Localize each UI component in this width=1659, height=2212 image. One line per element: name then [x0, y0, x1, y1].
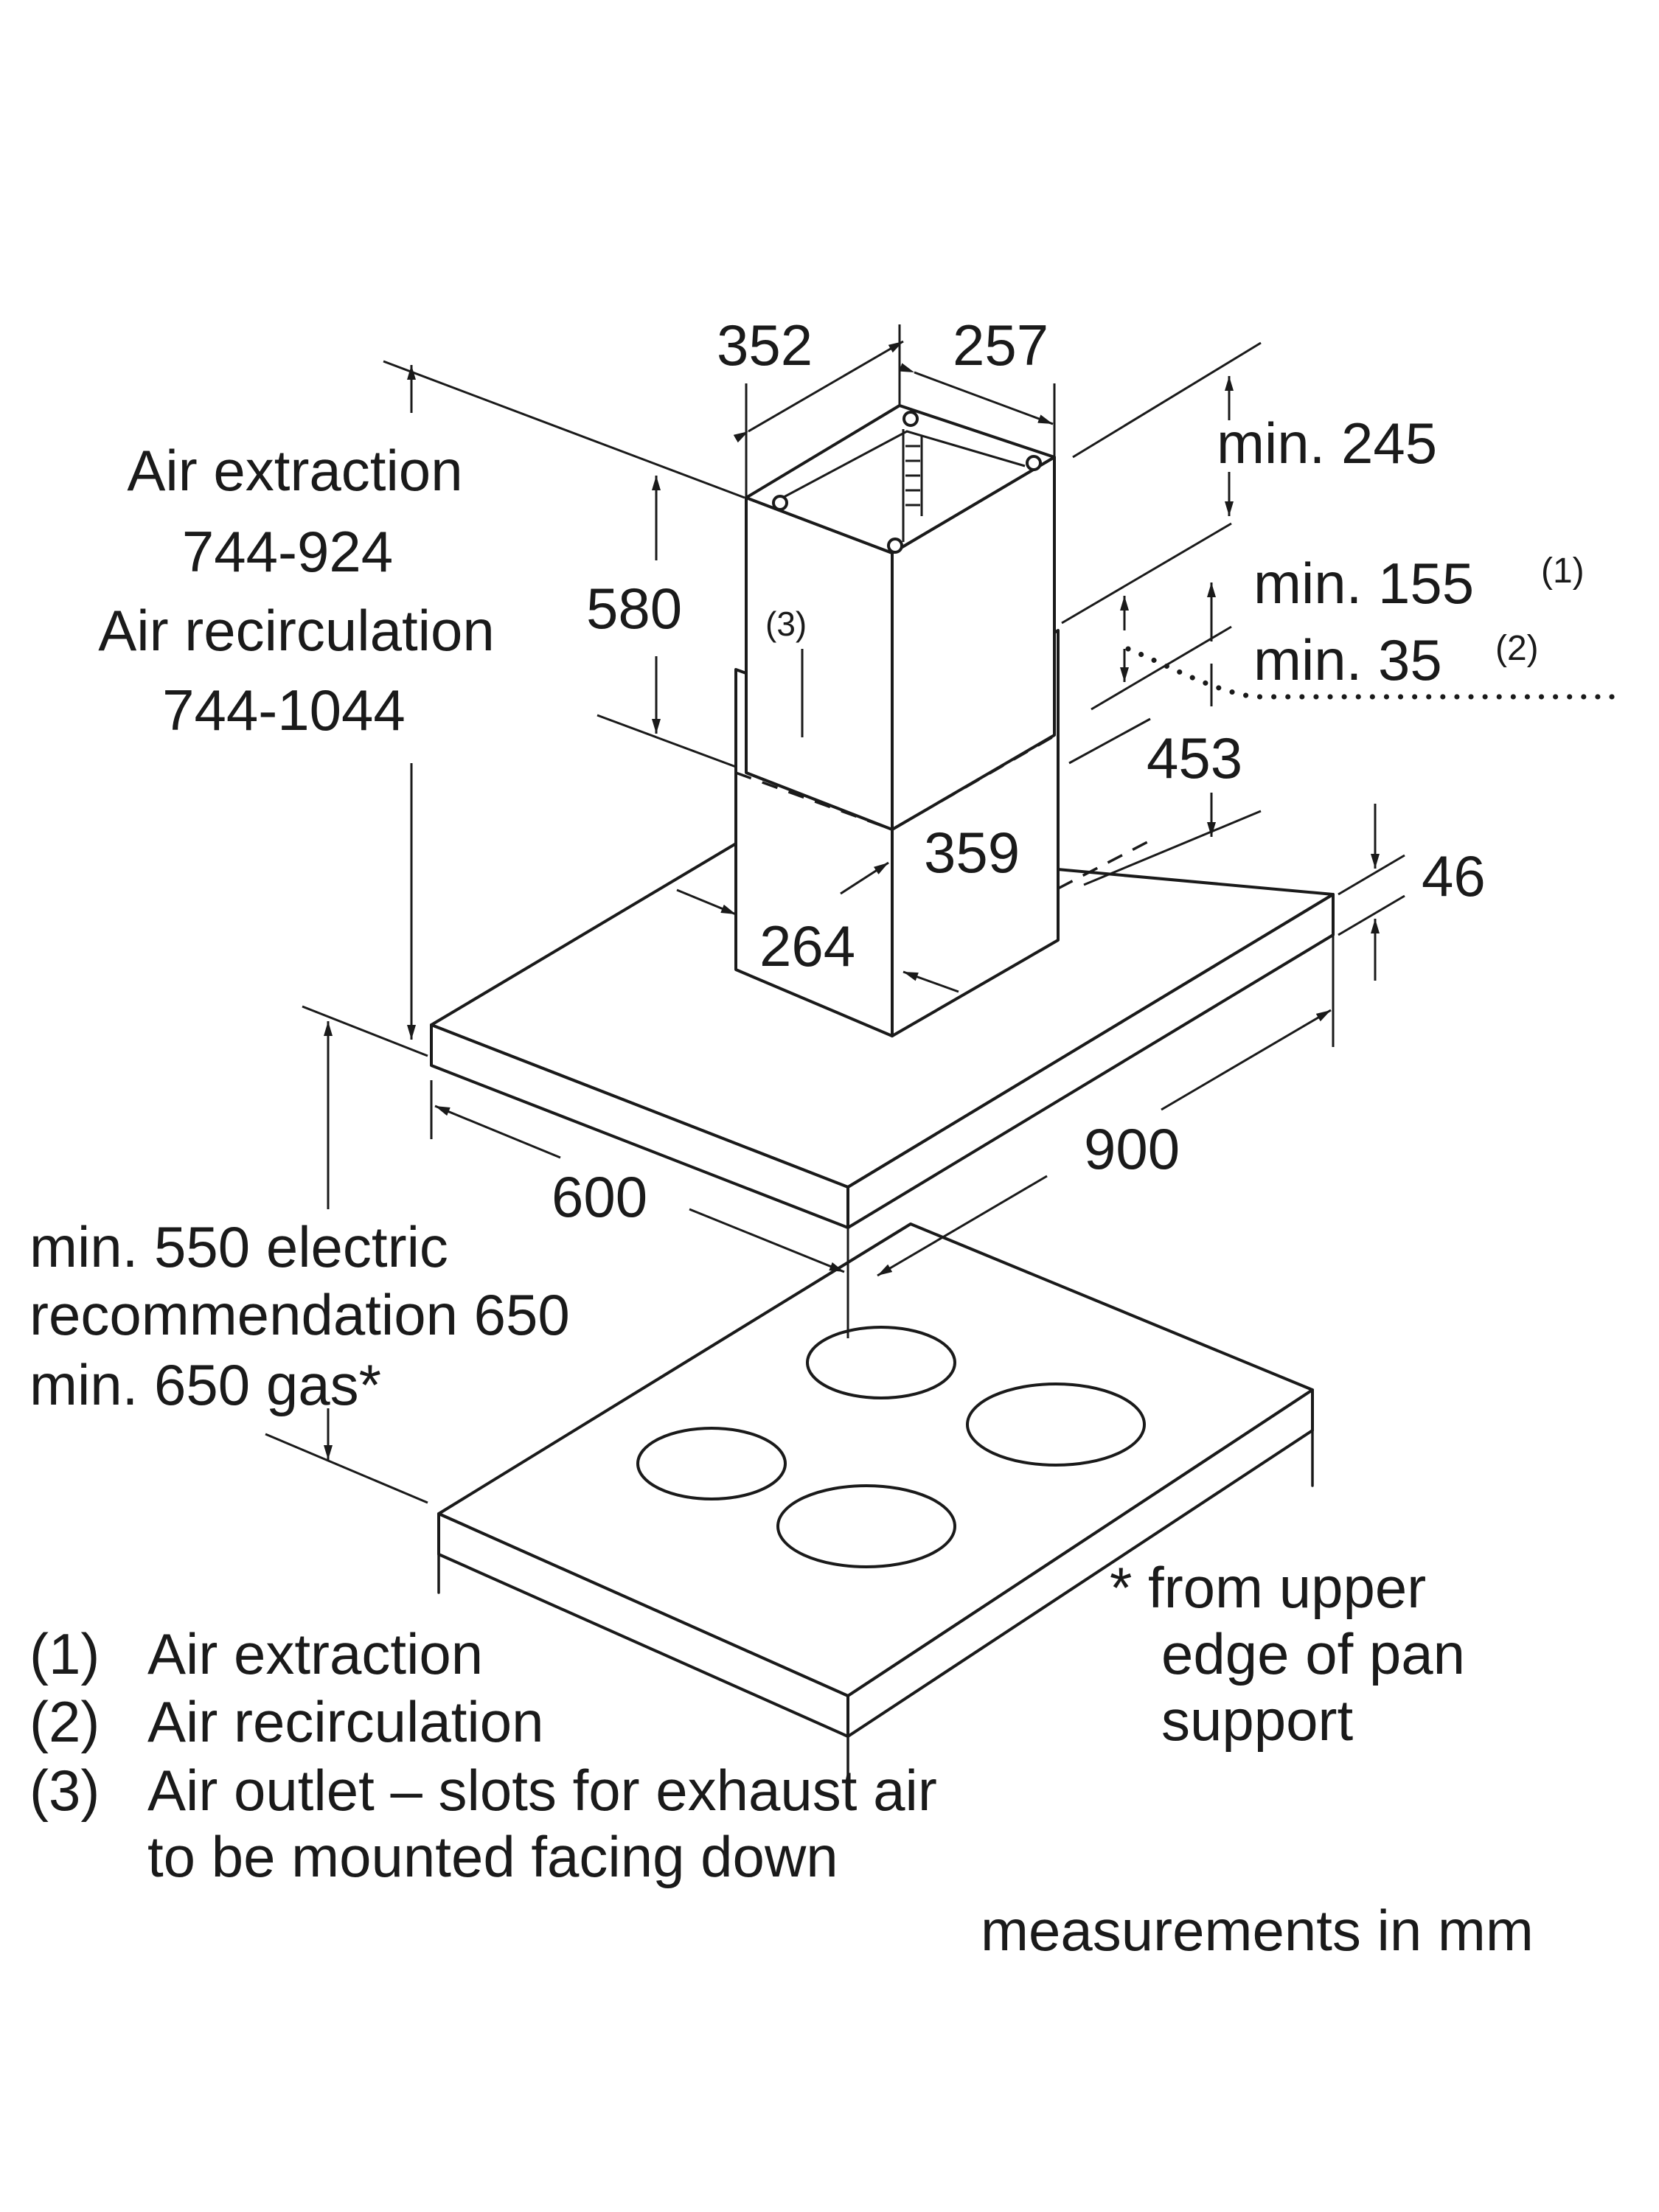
dim-352: 352: [717, 313, 813, 378]
callout-3: (3): [765, 605, 807, 643]
dim-453: 453: [1147, 726, 1242, 790]
legend-text-1: Air extraction: [147, 1621, 483, 1686]
burner-back: [806, 1326, 956, 1399]
ceiling-line: [1125, 646, 1618, 700]
sup-1: (1): [1541, 552, 1585, 591]
dim-min-155: min. 155: [1253, 551, 1474, 616]
dimension-labels: 352 257 min. 245 min. 155 (1) min. 35 (2…: [552, 313, 1585, 1229]
legend-num-1: (1): [29, 1621, 100, 1686]
footnote: * from upper edge of pan support: [1110, 1555, 1465, 1753]
air-recirculation-label: Air recirculation: [98, 598, 495, 663]
sup-2: (2): [1495, 629, 1539, 668]
burner-front: [776, 1484, 956, 1568]
legend-num-2: (2): [29, 1689, 100, 1754]
burner-right: [966, 1382, 1146, 1467]
legend-text-4: to be mounted facing down: [147, 1824, 838, 1889]
air-recirculation-range: 744-1044: [162, 678, 406, 742]
dim-min-35: min. 35: [1253, 627, 1442, 692]
dim-min-245: min. 245: [1217, 411, 1437, 476]
hidden-edges: [735, 734, 1151, 890]
cooktop: [437, 1222, 1314, 1778]
clearance-labels: min. 550 electric recommendation 650 min…: [29, 1214, 570, 1417]
air-extraction-label: Air extraction: [127, 438, 462, 503]
dim-900: 900: [1084, 1116, 1180, 1181]
air-extraction-range: 744-924: [182, 519, 393, 584]
upper-chimney: [745, 404, 1056, 831]
footnote-line-1: * from upper: [1110, 1555, 1426, 1620]
dim-257: 257: [953, 313, 1048, 378]
legend-text-3: Air outlet – slots for exhaust air: [147, 1758, 937, 1823]
legend-num-3: (3): [29, 1758, 100, 1823]
clearance-line-3: min. 650 gas*: [29, 1352, 381, 1417]
dim-600: 600: [552, 1164, 647, 1229]
height-range-labels: Air extraction 744-924 Air recirculation…: [98, 438, 495, 742]
footnote-line-3: support: [1161, 1688, 1353, 1753]
dim-264: 264: [759, 914, 855, 978]
clearance-line-2: recommendation 650: [29, 1282, 570, 1347]
dimension-lines: [265, 324, 1405, 1504]
dim-359: 359: [924, 820, 1020, 885]
legend: (1) Air extraction (2) Air recirculation…: [29, 1621, 937, 1889]
dim-46: 46: [1422, 844, 1486, 908]
clearance-line-1: min. 550 electric: [29, 1214, 448, 1279]
burner-left: [636, 1427, 787, 1500]
legend-text-2: Air recirculation: [147, 1689, 544, 1754]
units-note: measurements in mm: [981, 1898, 1534, 1963]
footnote-line-2: edge of pan: [1161, 1621, 1465, 1686]
dim-580: 580: [586, 576, 682, 641]
